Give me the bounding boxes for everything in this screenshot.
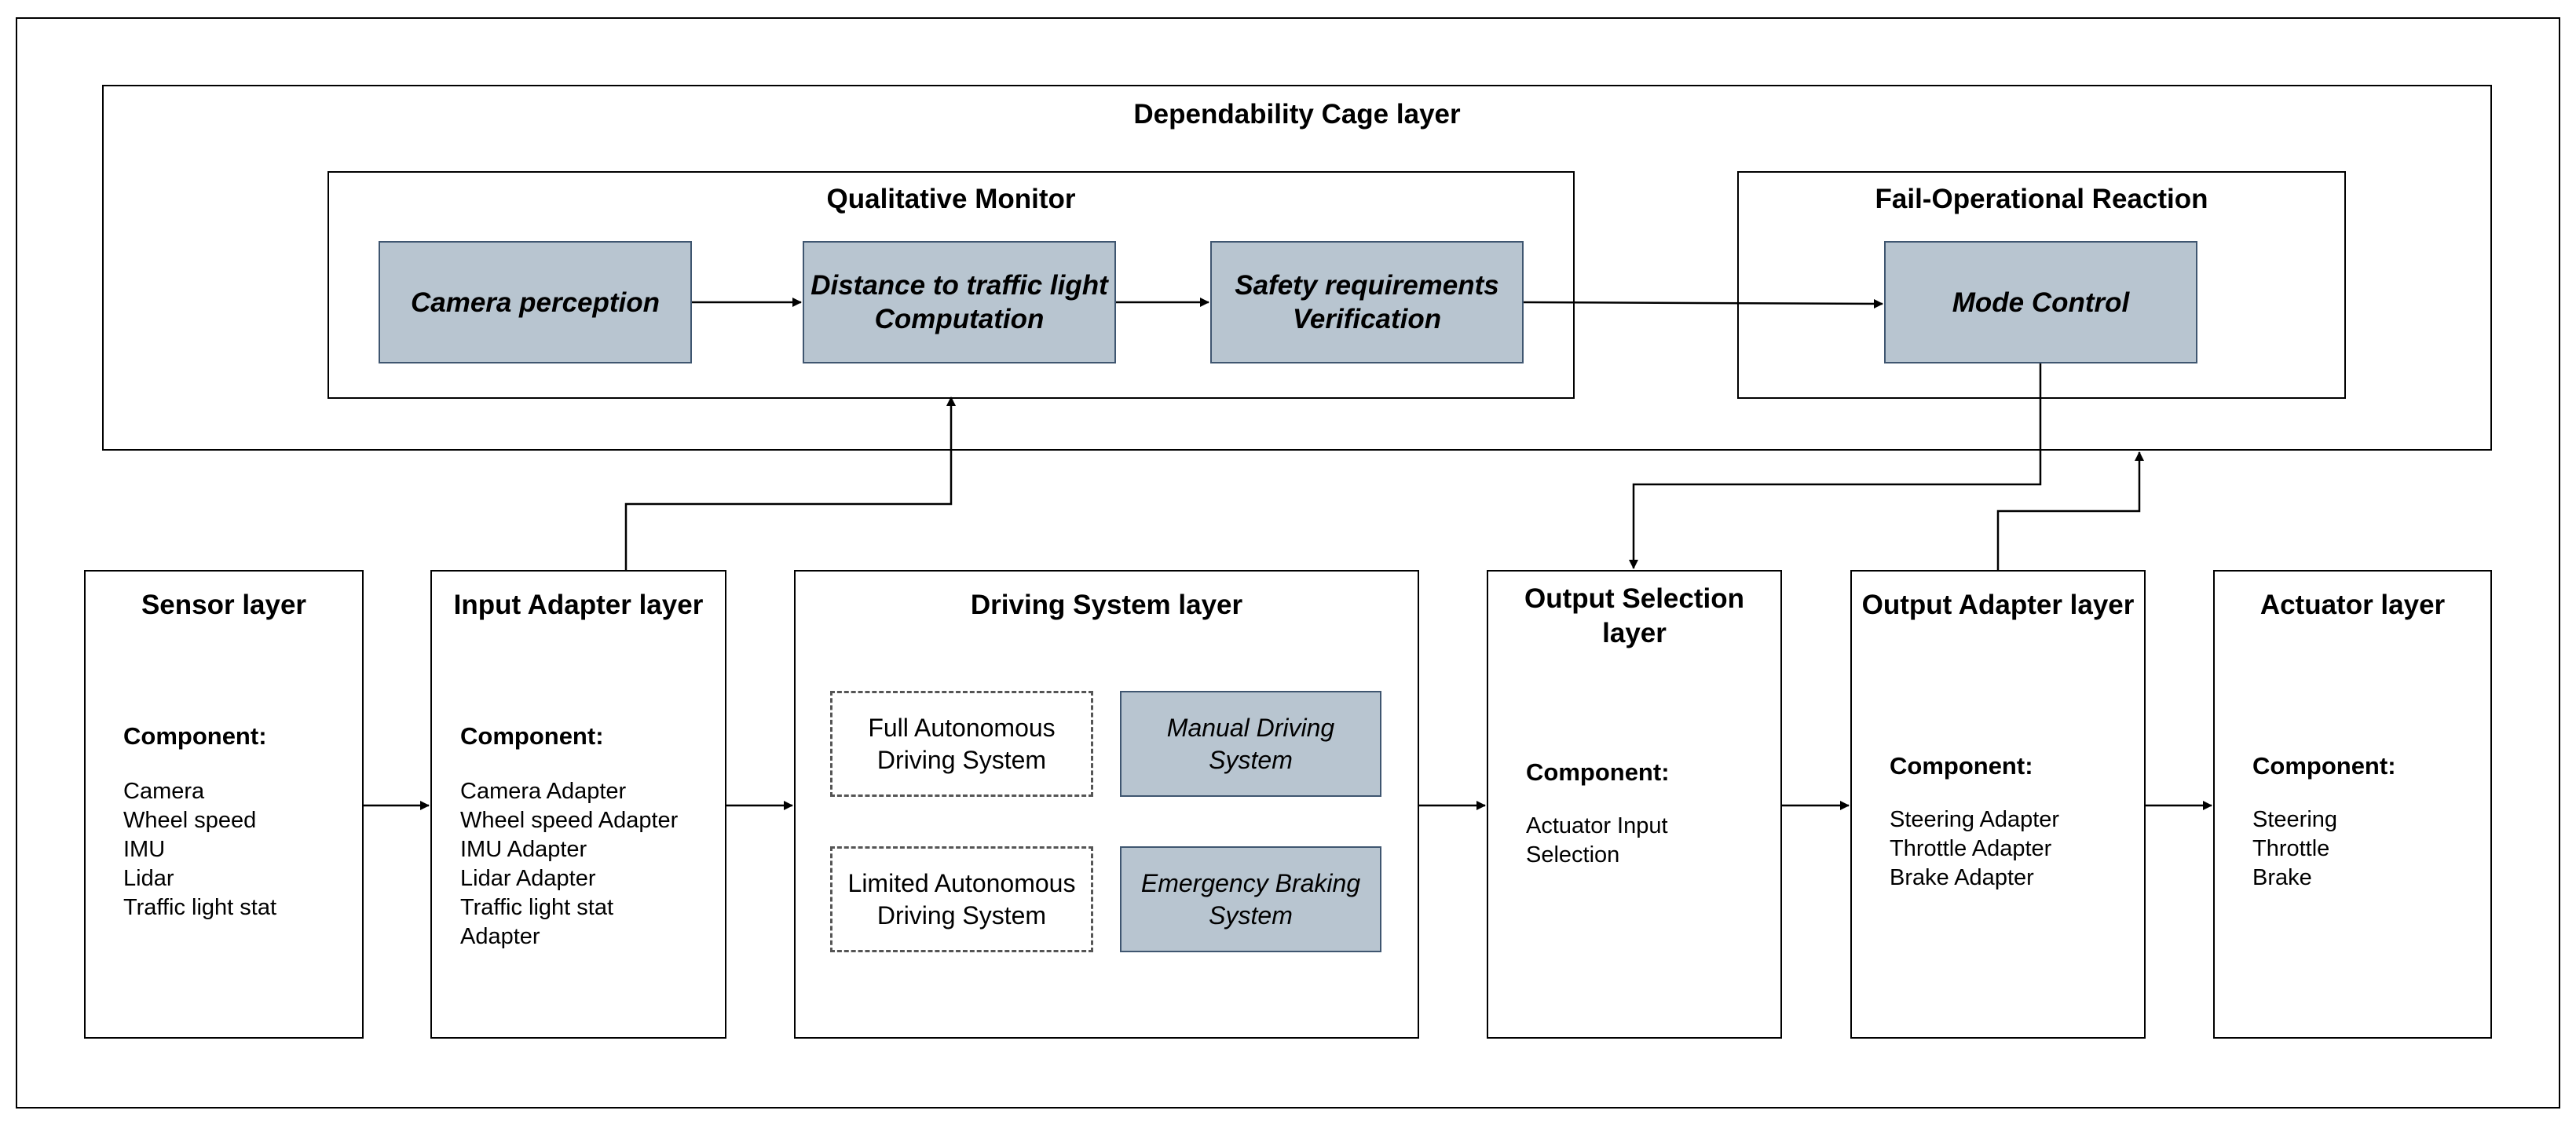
full-autonomous-line-2: Driving System (876, 745, 1047, 774)
manual-driving-line-2: System (1209, 745, 1293, 774)
output-adapter-layer: Output Adapter layer Component: Steering… (1850, 570, 2146, 1039)
list-item: Steering Adapter (1890, 807, 2060, 832)
list-item: Actuator Input (1526, 813, 1668, 838)
actuator-component-list: Steering Throttle Brake (2252, 805, 2337, 893)
output-selection-title-line-1: Output Selection (1524, 583, 1744, 614)
list-item: Lidar (123, 866, 174, 891)
list-item: Throttle Adapter (1890, 836, 2052, 861)
edge-input-adapter-to-distance (624, 396, 956, 570)
emergency-braking-line-2: System (1209, 900, 1293, 930)
mode-control-label: Mode Control (1952, 287, 2130, 318)
output-selection-layer: Output Selection layer Component: Actuat… (1487, 570, 1782, 1039)
distance-computation-node: Distance to traffic light Computation (803, 241, 1116, 363)
sensor-component-label: Component: (123, 722, 267, 750)
list-item: Lidar Adapter (460, 866, 596, 891)
manual-driving-line-1: Manual Driving (1166, 713, 1335, 742)
list-item: IMU Adapter (460, 837, 587, 862)
output-selection-component-list: Actuator Input Selection (1526, 812, 1668, 870)
actuator-layer: Actuator layer Component: Steering Throt… (2213, 570, 2492, 1039)
list-item: Camera Adapter (460, 779, 627, 804)
camera-perception-node: Camera perception (379, 241, 692, 363)
safety-verification-node: Safety requirements Verification (1210, 241, 1524, 363)
distance-computation-line-1: Distance to traffic light (810, 270, 1108, 301)
limited-autonomous-line-1: Limited Autonomous (847, 868, 1076, 897)
driving-system-layer-title: Driving System layer (970, 590, 1243, 620)
driving-system-layer: Driving System layer (794, 570, 1419, 1039)
dependability-cage-title: Dependability Cage layer (1133, 99, 1461, 130)
list-item: Wheel speed Adapter (460, 808, 679, 833)
list-item: Brake (2252, 865, 2312, 890)
list-item: Throttle (2252, 836, 2330, 861)
emergency-braking-system: Emergency Braking System (1120, 846, 1381, 952)
output-adapter-layer-title: Output Adapter layer (1861, 590, 2135, 620)
safety-verification-line-1: Safety requirements (1235, 270, 1499, 301)
edge-safety-to-mode-control (1523, 298, 1883, 309)
sensor-layer-title: Sensor layer (141, 590, 307, 620)
mode-control-node: Mode Control (1884, 241, 2197, 363)
fail-operational-title: Fail-Operational Reaction (1875, 184, 2208, 214)
edge-mode-control-to-output-selection (1629, 363, 2042, 569)
output-selection-component-label: Component: (1526, 758, 1670, 786)
actuator-component-label: Component: (2252, 752, 2396, 780)
safety-verification-line-2: Verification (1292, 304, 1442, 334)
emergency-braking-line-1: Emergency Braking (1140, 868, 1361, 897)
list-item: Traffic light stat (123, 895, 277, 920)
input-adapter-layer-title: Input Adapter layer (453, 590, 704, 620)
actuator-layer-title: Actuator layer (2259, 590, 2446, 620)
sensor-layer: Sensor layer Component: Camera Wheel spe… (84, 570, 364, 1039)
sensor-component-list: Camera Wheel speed IMU Lidar Traffic lig… (123, 777, 276, 922)
list-item: Brake Adapter (1890, 865, 2034, 890)
edge-output-adapter-to-fail-operational (1996, 451, 2144, 570)
output-adapter-component-list: Steering Adapter Throttle Adapter Brake … (1890, 805, 2059, 893)
manual-driving-system: Manual Driving System (1120, 691, 1381, 797)
output-selection-title-line-2: layer (1602, 618, 1667, 648)
input-adapter-component-label: Component: (460, 722, 604, 750)
limited-autonomous-line-2: Driving System (876, 900, 1047, 930)
list-item: IMU (123, 837, 166, 862)
list-item: Camera (123, 779, 205, 804)
full-autonomous-driving-system: Full Autonomous Driving System (830, 691, 1093, 797)
qualitative-monitor-title: Qualitative Monitor (826, 184, 1076, 214)
list-item: Selection (1526, 842, 1620, 867)
full-autonomous-line-1: Full Autonomous (868, 713, 1056, 742)
list-item: Traffic light stat (460, 895, 614, 920)
list-item: Steering (2252, 807, 2338, 832)
distance-computation-line-2: Computation (874, 304, 1045, 334)
limited-autonomous-driving-system: Limited Autonomous Driving System (830, 846, 1093, 952)
input-adapter-component-list: Camera Adapter Wheel speed Adapter IMU A… (460, 777, 678, 952)
camera-perception-label: Camera perception (410, 287, 660, 318)
output-adapter-component-label: Component: (1890, 752, 2033, 780)
input-adapter-layer: Input Adapter layer Component: Camera Ad… (430, 570, 726, 1039)
list-item: Adapter (460, 924, 540, 949)
list-item: Wheel speed (123, 808, 257, 833)
